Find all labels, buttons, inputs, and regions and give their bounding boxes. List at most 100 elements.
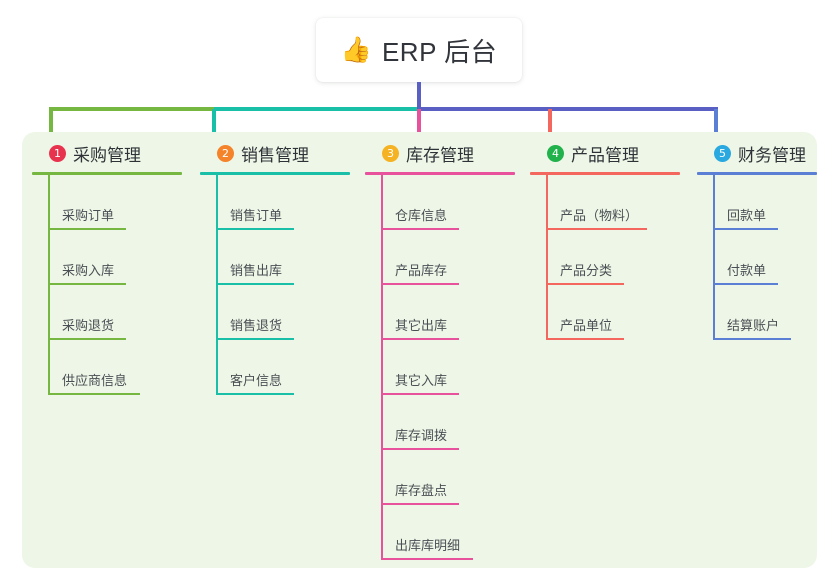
branch-underline	[365, 172, 515, 175]
leaf-item[interactable]: 采购入库	[32, 230, 182, 285]
branch-column-4: 4 产品管理产品（物料） 产品分类产品单位	[530, 140, 680, 340]
leaf-underline	[48, 228, 126, 230]
branch-number-badge: 1	[49, 144, 66, 162]
leaf-label: 采购入库	[62, 263, 115, 278]
leaf-label: 其它出库	[395, 318, 448, 333]
branch-header-5[interactable]: 5 财务管理	[697, 140, 817, 166]
leaf-underline	[381, 448, 459, 450]
leaf-item[interactable]: 库存调拨	[365, 395, 515, 450]
leaf-underline	[546, 338, 624, 340]
branch-header-2[interactable]: 2 销售管理	[200, 140, 350, 166]
leaf-item[interactable]: 产品分类	[530, 230, 680, 285]
leaf-label: 采购订单	[62, 208, 115, 223]
leaf-label: 仓库信息	[395, 208, 448, 223]
leaf-label: 出库库明细	[395, 538, 461, 553]
branch-spine	[713, 175, 715, 340]
leaf-item[interactable]: 其它出库	[365, 285, 515, 340]
leaf-underline	[216, 228, 294, 230]
branch-title: 采购管理	[73, 145, 141, 165]
branch-title: 库存管理	[406, 145, 474, 165]
leaf-item[interactable]: 产品（物料）	[530, 175, 680, 230]
leaf-underline	[546, 283, 624, 285]
drop-connector-4	[548, 109, 552, 149]
branch-underline	[697, 172, 817, 175]
leaf-underline	[381, 503, 459, 505]
leaf-label: 采购退货	[62, 318, 115, 333]
leaf-label: 回款单	[727, 208, 767, 223]
leaf-label: 产品分类	[560, 263, 613, 278]
leaf-item[interactable]: 采购退货	[32, 285, 182, 340]
branch-children: 产品（物料） 产品分类产品单位	[530, 175, 680, 340]
branch-number-badge: 5	[714, 144, 731, 162]
leaf-label: 销售订单	[230, 208, 283, 223]
drop-connector-5	[714, 109, 718, 149]
thumbs-up-icon: 👍	[340, 35, 372, 64]
leaf-item[interactable]: 客户信息	[200, 340, 350, 395]
leaf-label: 供应商信息	[62, 373, 128, 388]
leaf-underline	[216, 393, 294, 395]
leaf-item[interactable]: 出库库明细	[365, 505, 515, 560]
branch-spine	[381, 175, 383, 560]
branch-children: 仓库信息产品库存其它出库其它入库库存调拨库存盘点出库库明细	[365, 175, 515, 560]
branch-number-badge: 4	[547, 144, 564, 162]
branch-underline	[32, 172, 182, 175]
leaf-underline	[381, 558, 473, 560]
leaf-label: 付款单	[727, 263, 767, 278]
leaf-item[interactable]: 产品库存	[365, 230, 515, 285]
branch-column-3: 3 库存管理仓库信息产品库存其它出库其它入库库存调拨库存盘点出库库明细	[365, 140, 515, 560]
leaf-item[interactable]: 采购订单	[32, 175, 182, 230]
leaf-label: 其它入库	[395, 373, 448, 388]
leaf-item[interactable]: 付款单	[697, 230, 817, 285]
branch-number-badge: 2	[217, 144, 234, 162]
leaf-item[interactable]: 销售出库	[200, 230, 350, 285]
root-node-card[interactable]: 👍 ERP 后台	[316, 18, 522, 82]
leaf-underline	[48, 338, 126, 340]
leaf-item[interactable]: 供应商信息	[32, 340, 182, 395]
branch-spine	[48, 175, 50, 395]
leaf-item[interactable]: 产品单位	[530, 285, 680, 340]
leaf-label: 库存调拨	[395, 428, 448, 443]
leaf-underline	[381, 283, 459, 285]
branch-column-1: 1 采购管理采购订单采购入库采购退货供应商信息	[32, 140, 182, 395]
branch-title: 财务管理	[738, 145, 806, 165]
bus-segment-2	[214, 107, 419, 111]
leaf-underline	[713, 283, 778, 285]
leaf-underline	[381, 338, 459, 340]
leaf-underline	[381, 393, 459, 395]
branches-panel	[22, 132, 817, 568]
branch-underline	[200, 172, 350, 175]
branch-header-4[interactable]: 4 产品管理	[530, 140, 680, 166]
leaf-item[interactable]: 其它入库	[365, 340, 515, 395]
leaf-item[interactable]: 结算账户	[697, 285, 817, 340]
leaf-label: 产品（物料）	[560, 208, 639, 223]
bus-segment-1	[49, 107, 214, 111]
branch-children: 销售订单销售出库销售退货客户信息	[200, 175, 350, 395]
leaf-underline	[216, 338, 294, 340]
branch-header-3[interactable]: 3 库存管理	[365, 140, 515, 166]
branch-children: 采购订单采购入库采购退货供应商信息	[32, 175, 182, 395]
leaf-item[interactable]: 库存盘点	[365, 450, 515, 505]
leaf-underline	[216, 283, 294, 285]
leaf-item[interactable]: 回款单	[697, 175, 817, 230]
bus-segment-3	[417, 107, 718, 111]
branch-column-2: 2 销售管理销售订单销售出库销售退货客户信息	[200, 140, 350, 395]
branch-spine	[216, 175, 218, 395]
leaf-label: 库存盘点	[395, 483, 448, 498]
leaf-underline	[546, 228, 647, 230]
branch-number-badge: 3	[382, 144, 399, 162]
leaf-item[interactable]: 仓库信息	[365, 175, 515, 230]
leaf-label: 销售退货	[230, 318, 283, 333]
leaf-underline	[713, 228, 778, 230]
branch-title: 销售管理	[241, 145, 309, 165]
branch-header-1[interactable]: 1 采购管理	[32, 140, 182, 166]
root-stem-connector	[417, 82, 421, 109]
leaf-label: 销售出库	[230, 263, 283, 278]
branch-title: 产品管理	[571, 145, 639, 165]
drop-connector-1	[49, 109, 53, 149]
leaf-item[interactable]: 销售退货	[200, 285, 350, 340]
drop-connector-2	[212, 109, 216, 149]
branch-children: 回款单付款单结算账户	[697, 175, 817, 340]
leaf-item[interactable]: 销售订单	[200, 175, 350, 230]
leaf-underline	[381, 228, 459, 230]
branch-column-5: 5 财务管理回款单付款单结算账户	[697, 140, 817, 340]
